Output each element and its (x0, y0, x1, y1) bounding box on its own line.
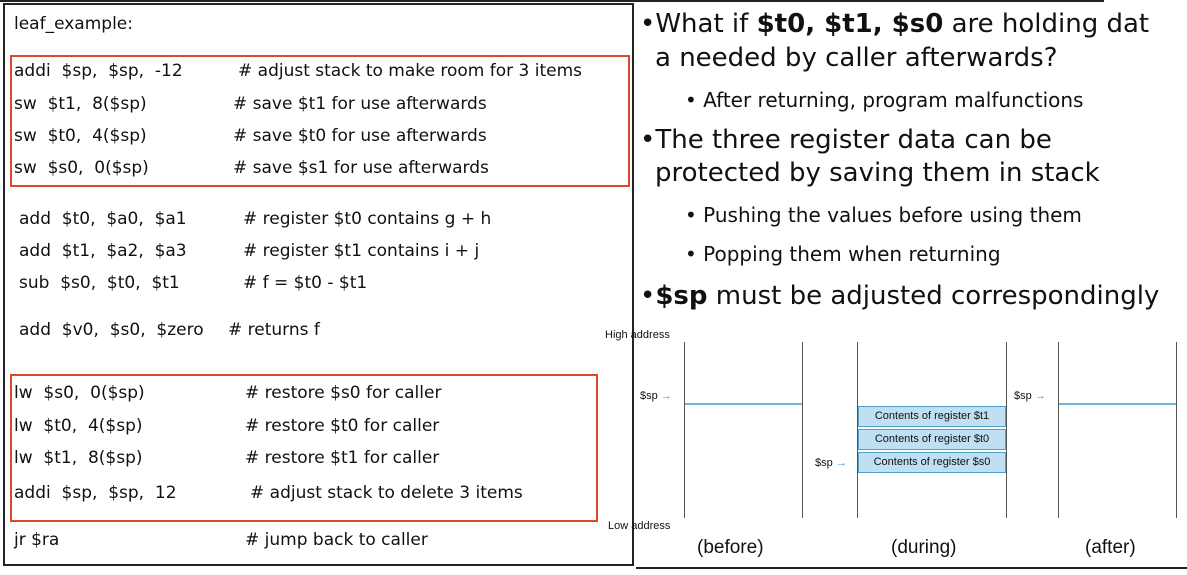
code-instr: add $v0, $s0, $zero (19, 320, 204, 340)
stack-wall (1058, 342, 1059, 518)
code-instr: sw $t1, 8($sp) (14, 94, 147, 114)
code-comment: # f = $t0 - $t1 (243, 273, 368, 293)
code-comment: # adjust stack to delete 3 items (250, 483, 523, 503)
sp-label-during: $sp → (815, 457, 847, 469)
code-instr: jr $ra (14, 530, 60, 550)
bottom-rule (636, 567, 1187, 569)
code-comment: # register $t1 contains i + j (243, 241, 480, 261)
caption-after: (after) (1085, 537, 1136, 558)
bullet-1-line-2: a needed by caller afterwards? (655, 43, 1058, 73)
code-label: leaf_example: (14, 14, 133, 34)
caption-during: (during) (891, 537, 957, 558)
sp-label-after: $sp → (1014, 390, 1046, 402)
code-comment: # save $t0 for use afterwards (233, 126, 487, 146)
code-comment: # save $s1 for use afterwards (233, 158, 489, 178)
restore-registers-box (10, 374, 598, 522)
code-comment: # restore $s0 for caller (245, 383, 442, 403)
top-rule (0, 0, 1104, 2)
caption-before: (before) (697, 537, 764, 558)
code-panel: leaf_example: addi $sp, $sp, -12 # adjus… (3, 3, 634, 566)
stack-wall (1176, 342, 1177, 518)
bullet-2-sub-1: • Pushing the values before using them (685, 203, 1082, 227)
bullet-1-registers: $t0, $t1, $s0 (756, 9, 944, 39)
sp-label-before: $sp → (640, 390, 672, 402)
code-comment: # restore $t0 for caller (245, 416, 440, 436)
code-instr: sw $s0, 0($sp) (14, 158, 149, 178)
code-comment: # save $t1 for use afterwards (233, 94, 487, 114)
code-instr: lw $t0, 4($sp) (14, 416, 143, 436)
arrow-right-icon: → (1034, 390, 1046, 402)
arrow-right-icon: → (835, 457, 847, 469)
code-comment: # jump back to caller (245, 530, 428, 550)
code-comment: # register $t0 contains g + h (243, 209, 492, 229)
bullet-dot: • (640, 281, 656, 311)
code-instr: add $t0, $a0, $a1 (19, 209, 187, 229)
code-instr: sw $t0, 4($sp) (14, 126, 147, 146)
stack-cell-t1: Contents of register $t1 (858, 406, 1006, 427)
save-registers-box (10, 55, 630, 187)
stack-wall (684, 342, 685, 518)
bullet-2-line-1: •The three register data can be (640, 125, 1052, 155)
bullet-2-line-2: protected by saving them in stack (655, 158, 1100, 188)
stack-top-line-after (1059, 403, 1176, 405)
high-address-label: High address (605, 329, 670, 341)
code-instr: addi $sp, $sp, 12 (14, 483, 177, 503)
bullet-dot: • (640, 125, 656, 155)
stack-wall (1006, 342, 1007, 518)
bullet-dot: • (640, 9, 656, 39)
code-comment: # restore $t1 for caller (245, 448, 440, 468)
code-instr: lw $s0, 0($sp) (14, 383, 145, 403)
code-instr: sub $s0, $t0, $t1 (19, 273, 180, 293)
code-instr: addi $sp, $sp, -12 (14, 61, 183, 81)
bullet-1-sub: • After returning, program malfunctions (685, 88, 1084, 112)
code-instr: lw $t1, 8($sp) (14, 448, 143, 468)
code-comment: # returns f (228, 320, 320, 340)
low-address-label: Low address (608, 520, 671, 532)
bullet-2-sub-2: • Popping them when returning (685, 242, 1001, 266)
stack-cell-t0: Contents of register $t0 (858, 429, 1006, 450)
code-comment: # adjust stack to make room for 3 items (238, 61, 583, 81)
stack-cell-s0: Contents of register $s0 (858, 452, 1006, 473)
stack-wall (857, 342, 858, 518)
bullet-1-line-1: •What if $t0, $t1, $s0 are holding dat (640, 9, 1150, 39)
code-instr: add $t1, $a2, $a3 (19, 241, 187, 261)
bullet-3: •$sp must be adjusted correspondingly (640, 281, 1160, 311)
stack-top-line-before (685, 403, 802, 405)
bullet-3-register: $sp (655, 281, 708, 311)
stack-wall (802, 342, 803, 518)
arrow-right-icon: → (660, 390, 672, 402)
